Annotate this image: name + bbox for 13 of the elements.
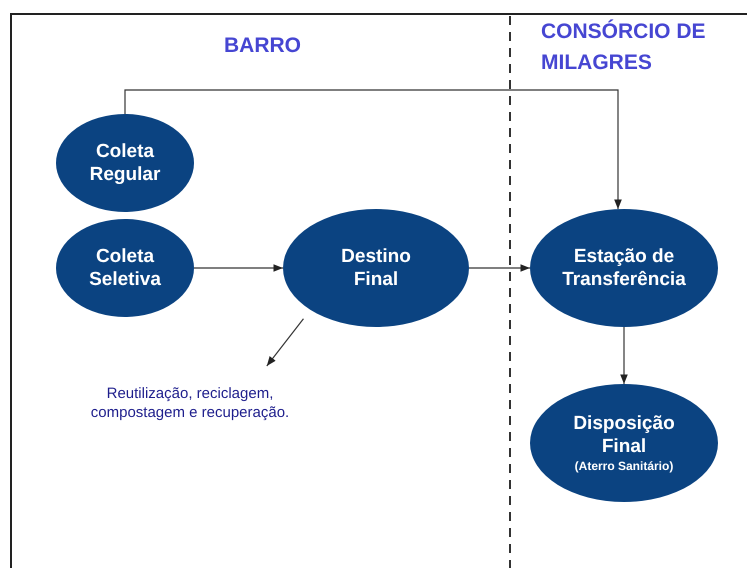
arrow <box>194 264 283 272</box>
node-label: Destino Final <box>340 245 412 291</box>
node-label: Disposição Final <box>572 412 676 458</box>
node-subtitle: (Aterro Sanitário) <box>574 458 674 474</box>
arrow <box>266 318 304 366</box>
region-heading: CONSÓRCIO DE MILAGRES <box>541 18 707 76</box>
node-label: Coleta Regular <box>88 140 162 186</box>
annotation-text: Reutilização, reciclagem, compostagem e recuperação. <box>90 384 290 422</box>
node-label: Coleta Seletiva <box>88 245 162 291</box>
node-label: Estação de Transferência <box>561 245 687 291</box>
arrow <box>124 89 622 210</box>
region-heading: BARRO <box>224 33 301 59</box>
arrow <box>620 327 628 384</box>
